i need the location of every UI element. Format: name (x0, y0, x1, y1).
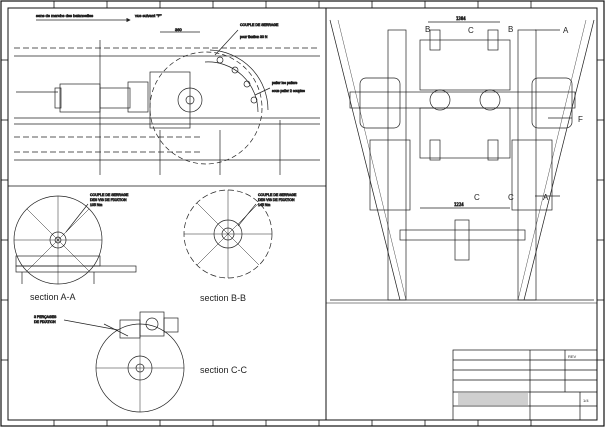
top-view-label: vue suivant "F" (135, 13, 162, 18)
section-aa-label: section A-A (30, 292, 76, 302)
section-cc-view: 3 PERÇAGES DE FIXATION (34, 311, 185, 413)
marker-c-bottom: C (474, 193, 480, 202)
top-direction-label: sens de marche des balancelles (36, 13, 93, 18)
section-bb-label: section B-B (200, 293, 246, 303)
top-ann1: COUPLE DE SERRAGE (240, 23, 279, 27)
marker-b-left: B (425, 25, 430, 34)
bb-ann1: COUPLE DE SERRAGE (258, 193, 297, 197)
cc-ann1: 3 PERÇAGES (34, 315, 57, 319)
top-ann3: palier les paliers (272, 81, 298, 85)
title-block: REV 1/4 (452, 349, 598, 421)
tb-scale: 1/4 (583, 398, 589, 403)
top-ann2: pour fixation 30 N (240, 35, 268, 39)
aa-ann2: DES VIS DE FIXATION (90, 198, 127, 202)
marker-a-top: A (563, 26, 569, 35)
top-ann4: sous palier 2 couples (272, 89, 305, 93)
section-aa-view: COUPLE DE SERRAGE DES VIS DE FIXATION 10… (13, 193, 137, 285)
section-bb-view: COUPLE DE SERRAGE DES VIS DE FIXATION 14… (183, 189, 297, 279)
dim-bottom: 1224 (454, 202, 464, 207)
marker-f: F (578, 115, 583, 124)
marker-c-right: C (508, 193, 514, 202)
front-view: 1384 1224 (329, 16, 595, 301)
aa-ann3: 105 Nm (90, 203, 102, 207)
tb-rev: REV (568, 354, 577, 359)
bb-ann2: DES VIS DE FIXATION (258, 198, 295, 202)
cc-ann2: DE FIXATION (34, 320, 56, 324)
redacted-box (458, 393, 528, 405)
top-view: sens de marche des balancelles vue suiva… (14, 13, 320, 175)
dim-slot: 360 (175, 27, 182, 32)
section-markers: A A B B C C C F (425, 25, 583, 202)
aa-ann1: COUPLE DE SERRAGE (90, 193, 129, 197)
section-cc-label: section C-C (200, 365, 248, 375)
inner-frame (7, 7, 598, 421)
marker-c-left: C (468, 26, 474, 35)
marker-a-bottom: A (543, 193, 549, 202)
dim-top: 1384 (456, 16, 466, 21)
bb-ann3: 145 Nm (258, 203, 270, 207)
marker-b-right: B (508, 25, 513, 34)
